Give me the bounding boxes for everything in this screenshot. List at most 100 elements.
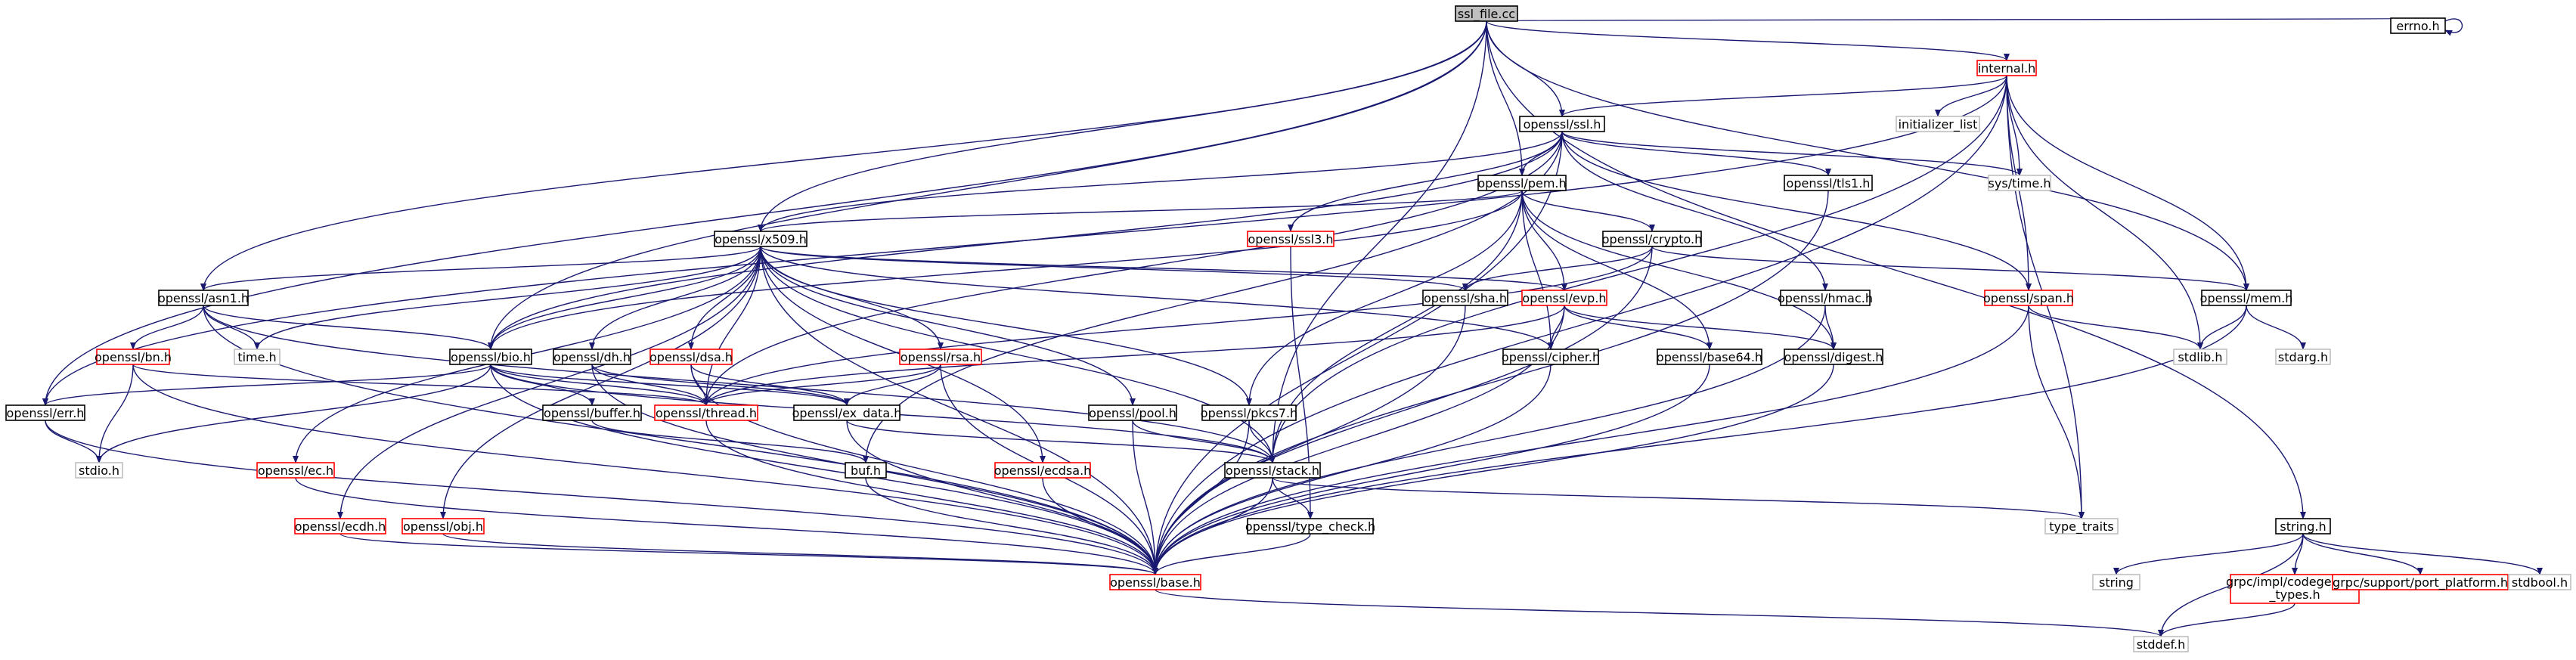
edge-internal_h-to-openssl_ssl_h bbox=[1559, 75, 2007, 117]
edge-openssl_rsa_h-to-openssl_ex_data_h bbox=[844, 364, 941, 406]
edge-string_h-to-string bbox=[2113, 533, 2304, 575]
node-openssl-type-check-h[interactable]: openssl/type_check.h bbox=[1245, 518, 1375, 535]
node-openssl-ssl-h[interactable]: openssl/ssl.h bbox=[1519, 116, 1605, 132]
edge-openssl_x509_h-to-openssl_thread_h bbox=[703, 246, 761, 406]
node-openssl-dh-h[interactable]: openssl/dh.h bbox=[553, 349, 631, 365]
edge-ssl_file-to-string_h bbox=[1486, 20, 2306, 519]
node-label: stdio.h bbox=[79, 463, 119, 478]
edge-ssl_file-to-internal_h bbox=[1486, 20, 2010, 61]
node-openssl-obj-h[interactable]: openssl/obj.h bbox=[401, 518, 485, 535]
node-label: openssl/ecdsa.h bbox=[994, 463, 1092, 478]
edge-openssl_evp_h-to-openssl_digest_h bbox=[1564, 305, 1837, 350]
edge-ssl_file-to-openssl_asn1_h bbox=[200, 20, 1487, 291]
edge-openssl_ssl_h-to-openssl_tls1_h bbox=[1561, 131, 1831, 176]
edge-openssl_pem_h-to-openssl_crypto_h bbox=[1521, 190, 1655, 232]
node-openssl-x509-h[interactable]: openssl/x509.h bbox=[714, 231, 808, 247]
edge-openssl_pem_h-to-openssl_evp_h bbox=[1521, 190, 1567, 291]
edge-openssl_ex_data_h-to-openssl_stack_h bbox=[846, 420, 1276, 463]
node-grpc-port[interactable]: grpc/support/port_platform.h bbox=[2332, 574, 2509, 590]
edge-errno_h-to-errno_h bbox=[2444, 18, 2463, 36]
edge-openssl_err_h-to-stdio_h bbox=[45, 420, 102, 463]
node-openssl-base-h[interactable]: openssl/base.h bbox=[1109, 574, 1201, 590]
edge-openssl_x509_h-to-openssl_dsa_h bbox=[688, 246, 761, 350]
node-label: openssl/thread.h bbox=[656, 406, 757, 420]
node-openssl-hmac-h[interactable]: openssl/hmac.h bbox=[1778, 290, 1873, 306]
node-label: buf.h bbox=[851, 463, 881, 478]
node-label: stddef.h bbox=[2137, 637, 2185, 652]
node-stddef-h: stddef.h bbox=[2133, 636, 2189, 652]
node-label: internal.h bbox=[1978, 61, 2036, 76]
edge-ssl_file-to-errno_h bbox=[1486, 17, 2419, 26]
edge-openssl_x509_h-to-openssl_evp_h bbox=[760, 246, 1567, 291]
node-openssl-pool-h[interactable]: openssl/pool.h bbox=[1088, 404, 1177, 421]
node-openssl-pem-h[interactable]: openssl/pem.h bbox=[1477, 175, 1567, 191]
edge-openssl_mem_h-to-stdarg_h bbox=[2246, 305, 2306, 350]
node-openssl-err-h[interactable]: openssl/err.h bbox=[5, 404, 85, 421]
edge-openssl_ssl_h-to-openssl_thread_h bbox=[703, 131, 1563, 406]
node-openssl-crypto-h[interactable]: openssl/crypto.h bbox=[1602, 231, 1702, 247]
node-label: sys/time.h bbox=[1989, 176, 2051, 191]
node-openssl-sha-h[interactable]: openssl/sha.h bbox=[1422, 290, 1508, 306]
node-openssl-buffer-h[interactable]: openssl/buffer.h bbox=[542, 404, 642, 421]
node-initializer-list: initializer_list bbox=[1896, 116, 1980, 132]
edge-openssl_dsa_h-to-openssl_base_h bbox=[690, 364, 1158, 575]
node-internal-h[interactable]: internal.h bbox=[1976, 60, 2037, 76]
node-errno-h[interactable]: errno.h bbox=[2390, 17, 2446, 34]
edge-openssl_evp_h-to-openssl_thread_h bbox=[703, 305, 1565, 406]
edge-openssl_pem_h-to-openssl_pkcs7_h bbox=[1246, 190, 1523, 406]
node-label: openssl/pkcs7.h bbox=[1201, 406, 1297, 420]
node-openssl-ex-data-h[interactable]: openssl/ex_data.h bbox=[792, 404, 902, 421]
node-openssl-pkcs7-h[interactable]: openssl/pkcs7.h bbox=[1201, 404, 1297, 421]
edge-openssl_err_h-to-openssl_base_h bbox=[45, 420, 1158, 575]
node-openssl-stack-h[interactable]: openssl/stack.h bbox=[1224, 462, 1321, 479]
edge-openssl_evp_h-to-openssl_base64_h bbox=[1564, 305, 1713, 350]
node-openssl-ecdh-h[interactable]: openssl/ecdh.h bbox=[294, 518, 386, 535]
node-string-h[interactable]: string.h bbox=[2275, 518, 2331, 535]
dependency-edges bbox=[42, 17, 2543, 637]
node-openssl-cipher-h[interactable]: openssl/cipher.h bbox=[1502, 349, 1600, 365]
node-ssl-file[interactable]: ssl_file.cc bbox=[1455, 5, 1518, 22]
node-openssl-bn-h[interactable]: openssl/bn.h bbox=[95, 349, 172, 365]
edge-openssl_asn1_h-to-openssl_stack_h bbox=[203, 305, 1276, 463]
node-openssl-ssl3-h[interactable]: openssl/ssl3.h bbox=[1247, 231, 1334, 247]
node-label: openssl/err.h bbox=[7, 406, 85, 420]
edge-openssl_x509_h-to-openssl_bio_h bbox=[488, 246, 761, 350]
node-openssl-ec-h[interactable]: openssl/ec.h bbox=[256, 462, 335, 479]
node-label: openssl/evp.h bbox=[1522, 291, 1606, 305]
edge-internal_h-to-stdlib_h bbox=[2006, 75, 2203, 350]
node-openssl-asn1-h[interactable]: openssl/asn1.h bbox=[158, 290, 249, 306]
edge-openssl_bio_h-to-openssl_thread_h bbox=[490, 364, 709, 406]
edge-openssl_pkcs7_h-to-openssl_stack_h bbox=[1248, 420, 1276, 463]
edge-openssl_ssl_h-to-openssl_span_h bbox=[1561, 131, 2032, 291]
node-openssl-mem-h[interactable]: openssl/mem.h bbox=[2200, 290, 2293, 306]
node-label: openssl/ecdh.h bbox=[295, 519, 386, 534]
edge-openssl_asn1_h-to-openssl_bn_h bbox=[130, 305, 204, 350]
node-openssl-dsa-h[interactable]: openssl/dsa.h bbox=[649, 349, 733, 365]
edge-openssl_stack_h-to-type_traits bbox=[1272, 477, 2085, 519]
node-stdarg-h: stdarg.h bbox=[2275, 349, 2331, 365]
node-openssl-evp-h[interactable]: openssl/evp.h bbox=[1521, 290, 1607, 306]
node-label: openssl/mem.h bbox=[2200, 291, 2293, 305]
node-sys-time-h: sys/time.h bbox=[1988, 175, 2051, 191]
node-openssl-rsa-h[interactable]: openssl/rsa.h bbox=[899, 349, 982, 365]
node-openssl-tls1-h[interactable]: openssl/tls1.h bbox=[1784, 175, 1873, 191]
node-label: type_traits bbox=[2049, 519, 2113, 535]
node-label: time.h bbox=[237, 350, 276, 364]
node-buf-h[interactable]: buf.h bbox=[845, 462, 887, 479]
edge-openssl_crypto_h-to-openssl_base_h bbox=[1152, 246, 1653, 575]
node-openssl-span-h[interactable]: openssl/span.h bbox=[1983, 290, 2074, 306]
edge-openssl_bio_h-to-openssl_buffer_h bbox=[490, 364, 595, 406]
edge-openssl_x509_h-to-openssl_stack_h bbox=[760, 246, 1276, 463]
node-label: string bbox=[2099, 575, 2134, 590]
edge-grpc_codegen-to-stddef_h bbox=[2158, 603, 2295, 637]
edge-openssl_ssl_h-to-openssl_ssl3_h bbox=[1288, 131, 1563, 232]
edge-openssl_span_h-to-stdlib_h bbox=[2028, 305, 2203, 350]
node-openssl-thread-h[interactable]: openssl/thread.h bbox=[654, 404, 758, 421]
node-openssl-ecdsa-h[interactable]: openssl/ecdsa.h bbox=[994, 462, 1092, 479]
edge-openssl_crypto_h-to-openssl_sha_h bbox=[1462, 246, 1653, 291]
node-label: openssl/ssl3.h bbox=[1248, 232, 1334, 246]
node-label: openssl/ex_data.h bbox=[792, 406, 902, 421]
node-openssl-digest-h[interactable]: openssl/digest.h bbox=[1784, 349, 1883, 365]
node-openssl-base64-h[interactable]: openssl/base64.h bbox=[1657, 349, 1762, 365]
node-openssl-bio-h[interactable]: openssl/bio.h bbox=[449, 349, 532, 365]
